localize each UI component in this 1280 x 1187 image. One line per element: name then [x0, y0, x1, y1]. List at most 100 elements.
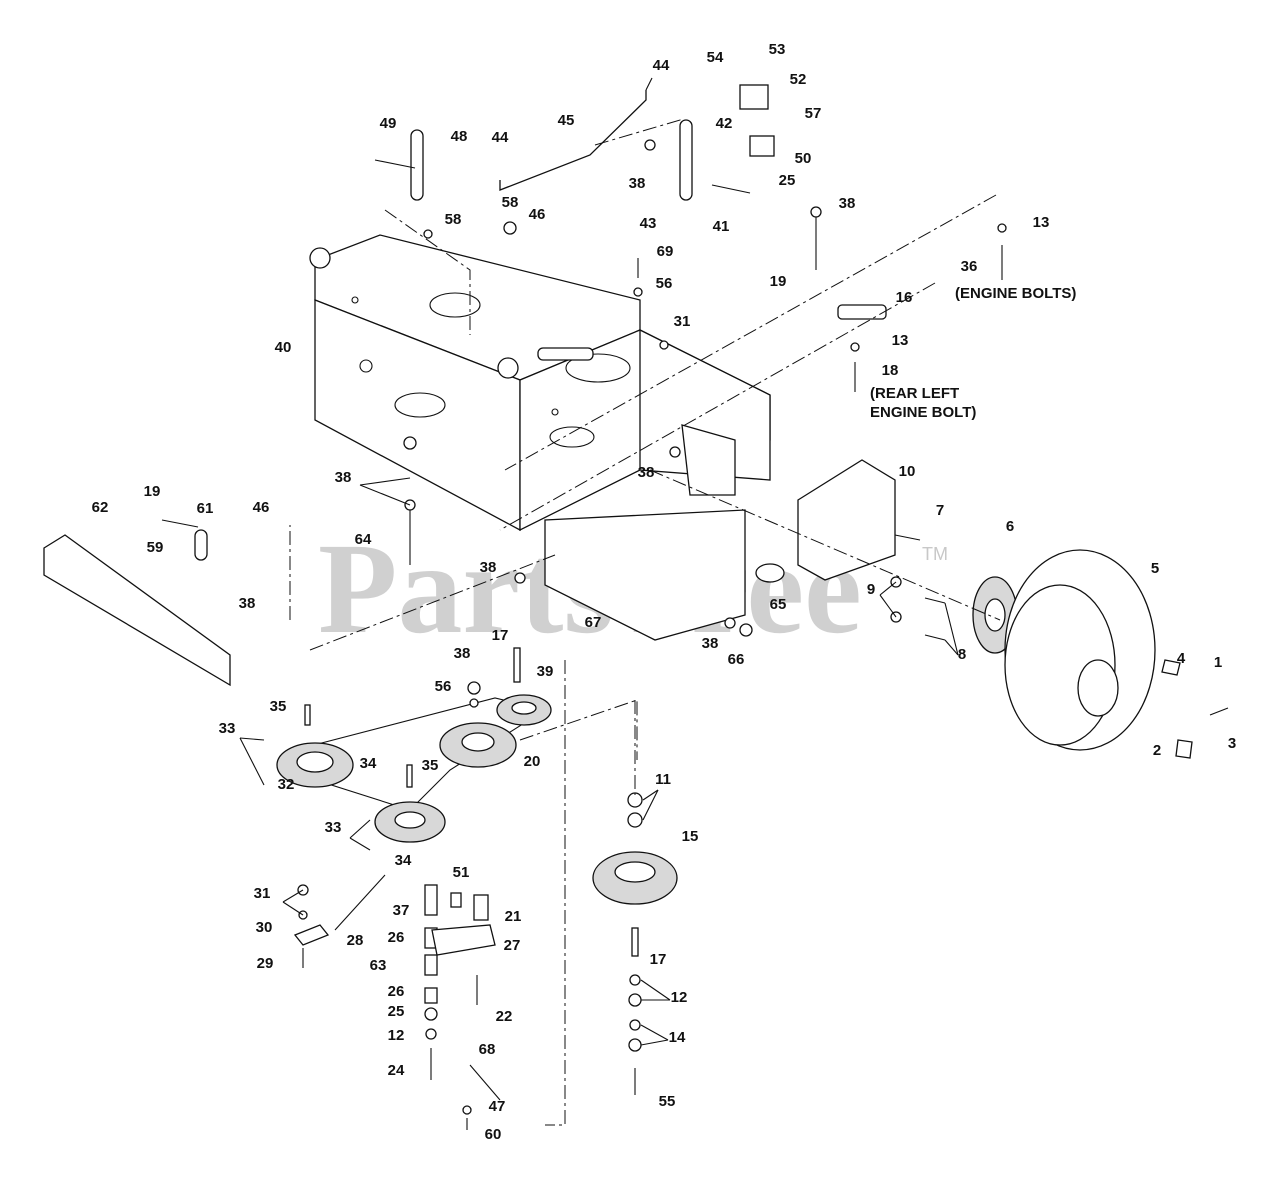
callout-c43: 43: [640, 215, 657, 232]
alignment-lines: [289, 119, 1001, 1126]
callout-c50: 50: [795, 150, 812, 167]
callout-c12a: 12: [671, 989, 688, 1006]
callout-c20: 20: [524, 753, 541, 770]
callout-c33a: 33: [219, 720, 236, 737]
note-engine-bolts: (ENGINE BOLTS): [955, 285, 1076, 302]
callout-c40: 40: [275, 339, 292, 356]
callout-c21: 21: [505, 908, 522, 925]
callout-c24: 24: [388, 1062, 405, 1079]
callout-c44a: 44: [653, 57, 670, 74]
callout-c39: 39: [537, 663, 554, 680]
callout-c38c: 38: [335, 469, 352, 486]
callout-c55: 55: [659, 1093, 676, 1110]
callout-c35b: 35: [422, 757, 439, 774]
engine-bracket: [797, 459, 946, 641]
callout-c18: 18: [882, 362, 899, 379]
callout-c52: 52: [790, 71, 807, 88]
callout-c25a: 25: [779, 172, 796, 189]
note-rear-left-line1: (REAR LEFT: [870, 385, 959, 402]
callout-c9: 9: [867, 581, 875, 598]
callout-c58b: 58: [445, 211, 462, 228]
callout-c33b: 33: [325, 819, 342, 836]
callout-c27: 27: [504, 937, 521, 954]
callout-c22: 22: [496, 1008, 513, 1025]
callout-c46b: 46: [253, 499, 270, 516]
callout-c68: 68: [479, 1041, 496, 1058]
callout-c11: 11: [655, 771, 671, 788]
callout-c49: 49: [380, 115, 397, 132]
callout-c69: 69: [657, 243, 674, 260]
callout-c13a: 13: [1033, 214, 1050, 231]
drive-pulley: [592, 792, 678, 1095]
callout-c35a: 35: [270, 698, 287, 715]
callout-c7: 7: [936, 502, 944, 519]
callout-c56b: 56: [435, 678, 452, 695]
pulley-assembly: [276, 647, 552, 843]
callout-c25b: 25: [388, 1003, 405, 1020]
callout-c48: 48: [451, 128, 468, 145]
callout-c62: 62: [92, 499, 109, 516]
callout-c45: 45: [558, 112, 575, 129]
callout-c67: 67: [585, 614, 602, 631]
callout-c57: 57: [805, 105, 822, 122]
callout-c53: 53: [769, 41, 786, 58]
callout-c34a: 34: [360, 755, 377, 772]
callout-c4: 4: [1177, 650, 1186, 667]
callout-c30: 30: [256, 919, 273, 936]
callout-c8: 8: [958, 646, 966, 663]
callout-c38f: 38: [480, 559, 497, 576]
callout-c41: 41: [713, 218, 730, 235]
callout-c60: 60: [485, 1126, 502, 1143]
callout-c38b: 38: [839, 195, 856, 212]
callout-c14: 14: [669, 1029, 686, 1046]
callout-c59: 59: [147, 539, 164, 556]
callout-c46a: 46: [529, 206, 546, 223]
callout-c17a: 17: [492, 627, 509, 644]
callout-c13b: 13: [892, 332, 909, 349]
main-frame: [309, 234, 771, 532]
callout-c19b: 19: [144, 483, 161, 500]
side-shield: [43, 519, 231, 687]
callout-c44b: 44: [492, 129, 509, 146]
callout-c66: 66: [728, 651, 745, 668]
callout-c38d: 38: [638, 464, 655, 481]
callout-c64: 64: [355, 531, 372, 548]
callout-c31a: 31: [674, 313, 691, 330]
callout-c10: 10: [899, 463, 916, 480]
control-linkage: [374, 84, 775, 239]
callout-c17b: 17: [650, 951, 667, 968]
callout-c28: 28: [347, 932, 364, 949]
callout-c38g: 38: [702, 635, 719, 652]
callout-c38e: 38: [239, 595, 256, 612]
callout-c2: 2: [1153, 742, 1161, 759]
callout-c19a: 19: [770, 273, 787, 290]
callout-c5: 5: [1151, 560, 1159, 577]
callout-c37: 37: [393, 902, 410, 919]
watermark-trademark: TM: [922, 544, 948, 564]
leader-lines: [239, 77, 959, 1046]
callout-c12b: 12: [388, 1027, 405, 1044]
idler-arm: [293, 874, 501, 1130]
hardware: [403, 206, 1007, 613]
callout-c26b: 26: [388, 983, 405, 1000]
callout-c31b: 31: [254, 885, 271, 902]
callout-c61: 61: [197, 500, 214, 517]
callout-c15: 15: [682, 828, 699, 845]
callout-c32: 32: [278, 776, 295, 793]
rear-plate: [544, 509, 785, 641]
callout-c51: 51: [453, 864, 470, 881]
callout-c47: 47: [489, 1098, 506, 1115]
callout-c63: 63: [370, 957, 387, 974]
callout-c36: 36: [961, 258, 978, 275]
callout-c65: 65: [770, 596, 787, 613]
callout-c1: 1: [1214, 654, 1222, 671]
callout-c34b: 34: [395, 852, 412, 869]
callout-c54: 54: [707, 49, 724, 66]
callout-c56a: 56: [656, 275, 673, 292]
wheel-tire: [1004, 549, 1229, 759]
callout-c3: 3: [1228, 735, 1236, 752]
callout-c38a: 38: [629, 175, 646, 192]
callout-c16: 16: [896, 289, 913, 306]
